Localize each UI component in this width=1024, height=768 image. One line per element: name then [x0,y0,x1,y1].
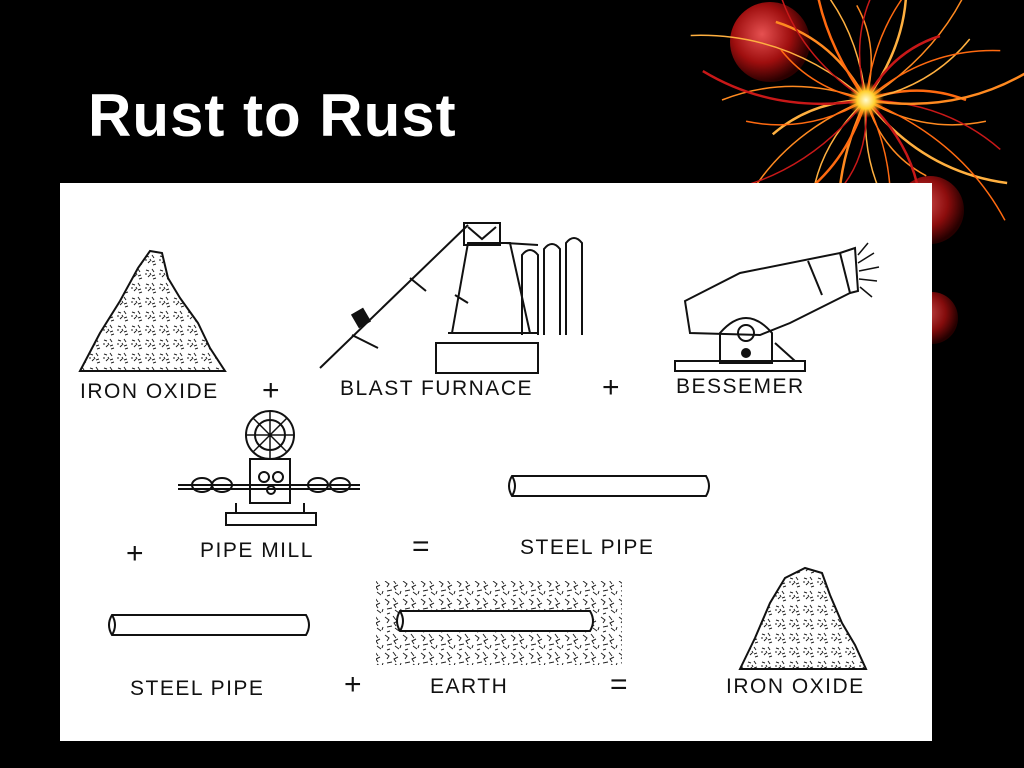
firework-core [848,82,884,118]
buried-pipe-icon [376,581,622,665]
label-steel-pipe: STEEL PIPE [130,677,265,700]
firework-ray [865,0,963,101]
label-iron-oxide: IRON OXIDE [80,380,219,403]
iron-oxide-pile-icon [78,249,227,372]
iron-oxide-pile-icon [738,566,868,670]
plus-operator: + [602,371,620,404]
plus-operator: + [126,537,144,570]
label-iron-oxide: IRON OXIDE [726,675,865,698]
slide-title: Rust to Rust [88,82,457,149]
equals-operator: = [610,668,628,701]
plus-operator: + [262,374,280,407]
diagram-drawings [78,222,880,670]
equals-operator: = [412,530,430,563]
label-pipe-mill: PIPE MILL [200,539,314,562]
blast-furnace-icon [319,222,583,374]
firework-ray [817,0,868,101]
steel-pipe-icon [108,614,310,636]
firework-ray [721,85,867,101]
bessemer-converter-icon [674,242,880,372]
red-orb [730,2,810,82]
label-steel-pipe: STEEL PIPE [520,536,655,559]
firework-ray [690,34,867,101]
label-bessemer: BESSEMER [676,375,805,398]
firework-ray [702,69,867,106]
diagram-panel: IRON OXIDE + BLAST FURNACE + BESSEMER + … [60,183,932,741]
steel-pipe-icon [508,475,710,497]
plus-operator: + [344,668,362,701]
firework-ray [865,72,1024,106]
firework-ray [865,0,903,101]
label-blast-furnace: BLAST FURNACE [340,377,533,400]
firework-ray [829,0,867,101]
firework-ray [865,99,1006,221]
pipe-mill-icon [178,410,360,526]
label-earth: EARTH [430,675,509,698]
